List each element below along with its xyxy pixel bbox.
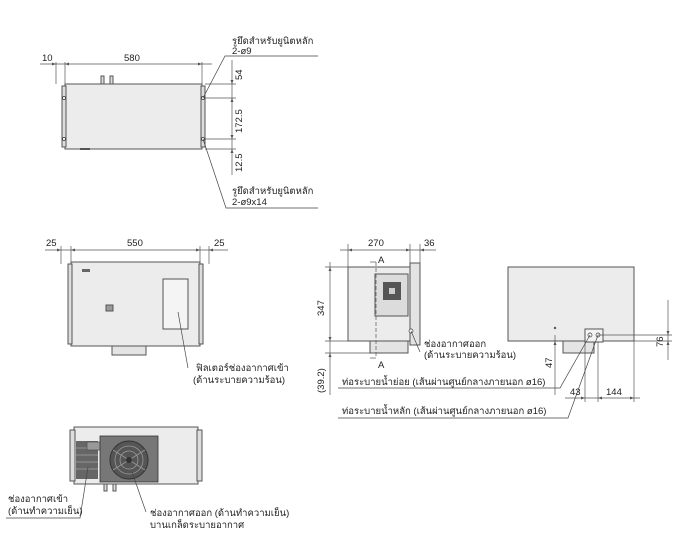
dim-rear-47: 47 [544, 357, 555, 368]
dim-side-36: 36 [424, 238, 435, 249]
dim-side-270: 270 [368, 238, 384, 249]
label-bolt-hole-2-9-line2: 2-ø9 [232, 46, 252, 57]
bottom-pipe-stub [103, 483, 108, 492]
dim-top-54: 54 [234, 69, 245, 80]
rear-view: 76 47 43 144 ท่อระบายน้ำย่อย (เส้นผ่านศู… [338, 266, 672, 419]
dim-rear-76: 76 [655, 336, 666, 347]
label-inlet-cold-line1: ช่องอากาศเข้า [8, 494, 68, 505]
connector-block [86, 441, 102, 451]
label-bolt-hole-2-9-line1: รูยึดสำหรับยูนิตหลัก [232, 36, 314, 47]
section-a-top: A [378, 255, 385, 266]
side-view: A A 270 36 347 (39.2) ช่องอากาศออก (ด้าน… [316, 238, 516, 395]
label-outlet-hot-line1: ช่องอากาศออก [424, 339, 486, 350]
label-outlet-hot-line2: (ด้านระบายความร้อน) [424, 350, 516, 361]
side-bottom-duct [369, 340, 409, 354]
fan-hub [389, 288, 395, 294]
nameplate [105, 304, 114, 312]
label-filter-line2: (ด้านระบายความร้อน) [193, 375, 285, 386]
front-view-left-flange [67, 263, 73, 345]
dim-front-550: 550 [127, 238, 143, 249]
filter-panel [162, 278, 189, 330]
logo-mark [82, 269, 90, 272]
label-inlet-cold-line2: (ด้านทำความเย็น) [8, 504, 83, 517]
dim-rear-144: 144 [606, 387, 622, 398]
bottom-pipe-stub [112, 483, 117, 492]
label-bolt-hole-2-9x14-line1: รูยึดสำหรับยูนิตหลัก [232, 186, 314, 197]
dim-side-347: 347 [316, 300, 327, 316]
top-view-left-flange [61, 85, 67, 148]
dim-front-25-right: 25 [214, 238, 225, 249]
dim-top-10: 10 [42, 53, 53, 64]
label-bolt-hole-2-9x14-line2: 2-ø9x14 [232, 197, 267, 208]
rear-marker [553, 326, 557, 330]
dim-top-172-5: 172.5 [234, 109, 245, 133]
section-a-bottom: A [378, 360, 385, 371]
dim-front-25-left: 25 [46, 238, 57, 249]
label-outlet-cold-line2: บานเกล็ดระบายอากาศ [150, 518, 244, 531]
label-main-drain: ท่อระบายน้ำหลัก (เส้นผ่านศูนย์กลางภายนอก… [342, 404, 546, 417]
rear-view-duct [562, 340, 595, 354]
pipe-stub [109, 75, 114, 85]
front-view: 25 550 25 ฟิลเตอร์ช่องอากาศเข้า (ด้านระบ… [45, 238, 289, 386]
dim-top-12-5: 12.5 [234, 154, 245, 173]
label-sub-drain: ท่อระบายน้ำย่อย (เส้นผ่านศูนย์กลางภายนอก… [342, 375, 545, 388]
bottom-duct [111, 345, 147, 356]
label-filter-line1: ฟิลเตอร์ช่องอากาศเข้า [196, 362, 289, 374]
drain-block [584, 328, 604, 343]
dim-top-580: 580 [124, 53, 140, 64]
front-view-right-flange [198, 263, 204, 345]
top-view-body [64, 83, 203, 150]
dim-rear-43: 43 [570, 387, 581, 398]
label-outlet-cold-line1: ช่องอากาศออก (ด้านทำความเย็น) [150, 506, 289, 519]
top-hole [62, 96, 66, 100]
inlet-grille [76, 441, 98, 479]
pipe-stub [100, 75, 105, 85]
bottom-view: ช่องอากาศเข้า (ด้านทำความเย็น) ช่องอากาศ… [6, 426, 289, 531]
bottom-view-left-flange [69, 429, 76, 482]
dim-side-39-2: (39.2) [316, 368, 327, 393]
top-view: 10 580 54 172.5 12.5 รูยึดสำหรับยูนิตหลั… [40, 36, 318, 209]
rear-view-body [507, 266, 635, 342]
side-view-rear-flange [409, 262, 421, 346]
bottom-view-right-flange [196, 429, 203, 482]
top-hole [62, 137, 66, 141]
top-view-right-flange [200, 85, 206, 148]
